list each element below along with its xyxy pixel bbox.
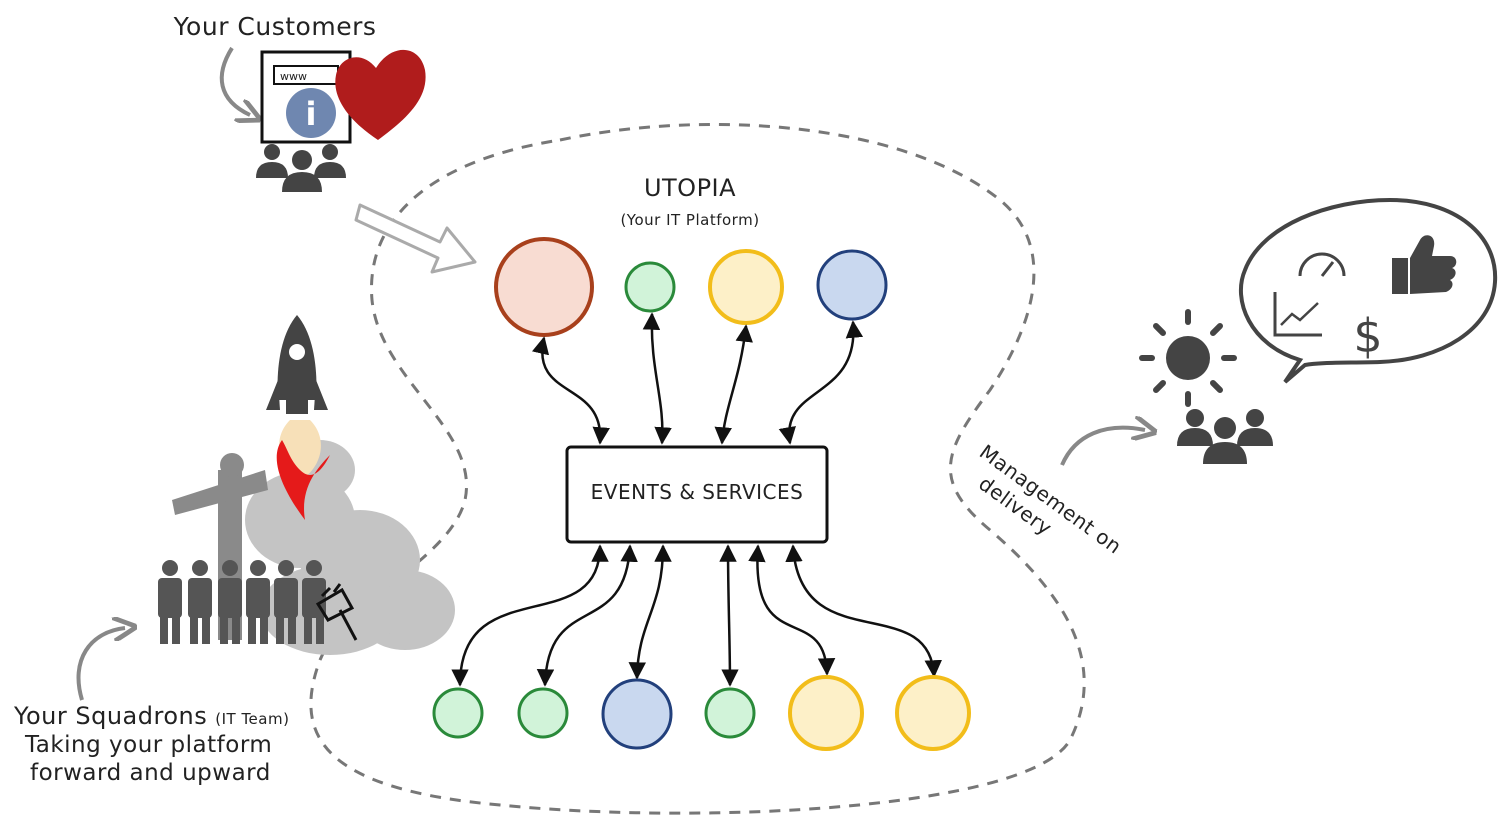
squadrons-group: Your Squadrons (IT Team) Taking your plat… <box>13 315 455 786</box>
rocket-icon <box>266 315 328 414</box>
customers-group: Your Customers www i <box>173 12 426 192</box>
squadrons-curved-arrow <box>76 628 125 701</box>
management-label: Management on delivery <box>960 440 1132 584</box>
service-circle-top-yellow <box>708 249 784 325</box>
squadrons-note: (IT Team) <box>215 710 289 728</box>
www-label: www <box>280 70 307 83</box>
service-circle-bottom-green-2 <box>517 687 569 739</box>
service-circle-top-blue <box>816 249 888 321</box>
squadrons-line-3: forward and upward <box>30 760 271 786</box>
squadrons-line-2: Taking your platform <box>24 732 272 758</box>
info-glyph: i <box>306 95 317 133</box>
management-group: Management on delivery <box>960 197 1498 584</box>
management-people-icon <box>1177 409 1273 464</box>
rocket-flame <box>276 420 330 520</box>
squadrons-main: Your Squadrons <box>13 702 207 730</box>
dollar-icon: $ <box>1353 309 1382 363</box>
bottom-connectors <box>451 544 942 687</box>
service-circle-bottom-green-1 <box>432 687 484 739</box>
management-curved-arrow <box>1060 428 1145 466</box>
events-services-box <box>565 445 829 544</box>
service-circle-bottom-green-3 <box>704 687 756 739</box>
platform-title: UTOPIA <box>644 174 736 202</box>
squadrons-label: Your Squadrons (IT Team) <box>13 702 289 730</box>
gauge-icon <box>1298 252 1346 277</box>
customers-to-platform-arrow <box>354 203 477 274</box>
platform-boundary <box>309 122 1086 815</box>
growth-chart-icon <box>1273 292 1322 337</box>
service-circle-top-orange <box>494 237 594 337</box>
platform-subtitle: (Your IT Platform) <box>620 211 759 229</box>
service-circle-bottom-yellow-1 <box>788 675 864 751</box>
service-circle-top-green <box>624 261 676 313</box>
service-circle-bottom-blue <box>601 678 673 750</box>
drill-icon <box>315 583 358 641</box>
service-circle-bottom-yellow-2 <box>895 675 971 751</box>
info-icon: i <box>286 88 336 138</box>
customers-curved-arrow <box>219 46 250 115</box>
heart-icon <box>335 49 426 140</box>
top-connectors <box>532 312 864 445</box>
team-people-icon <box>158 560 326 644</box>
customers-label: Your Customers <box>173 12 377 41</box>
thumbs-up-icon <box>1392 235 1457 294</box>
people-icon <box>256 144 346 192</box>
sun-icon <box>1139 309 1237 407</box>
events-services-label: EVENTS & SERVICES <box>591 480 804 504</box>
